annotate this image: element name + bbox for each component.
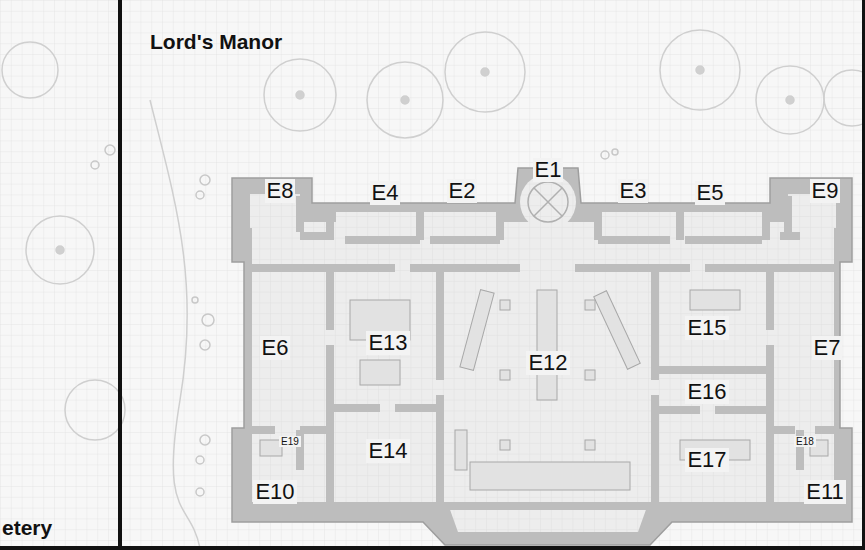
room-number: E11 [804, 480, 846, 504]
map-title: Lord's Manor [150, 30, 282, 53]
room-number: E7 [812, 336, 843, 360]
room-number: E10 [253, 480, 296, 504]
panel-border [862, 0, 865, 550]
room-number: E3 [618, 179, 649, 203]
panel-border [0, 546, 865, 550]
trees [2, 30, 865, 548]
room-number: E8 [265, 179, 296, 203]
room-number: E14 [366, 439, 409, 463]
panel-divider [118, 0, 122, 550]
room-number: E17 [685, 448, 728, 472]
room-number: E16 [685, 380, 728, 404]
room-number: E13 [366, 331, 409, 355]
room-number: E2 [447, 179, 478, 203]
floors [250, 174, 836, 532]
furniture [260, 290, 828, 490]
outer-wall [232, 168, 852, 545]
room-number: E12 [526, 351, 569, 375]
room-number: E4 [370, 181, 401, 205]
room-number: E9 [810, 179, 841, 203]
room-number: E1 [533, 158, 564, 182]
room-number: E19 [279, 436, 301, 447]
room-number: E5 [695, 181, 726, 205]
room-number: E18 [794, 436, 816, 447]
interior-walls [250, 196, 836, 506]
portico-rosette [528, 182, 568, 222]
room-number: E6 [260, 336, 291, 360]
map-panel-name: etery [2, 516, 52, 539]
room-number: E15 [685, 316, 728, 340]
